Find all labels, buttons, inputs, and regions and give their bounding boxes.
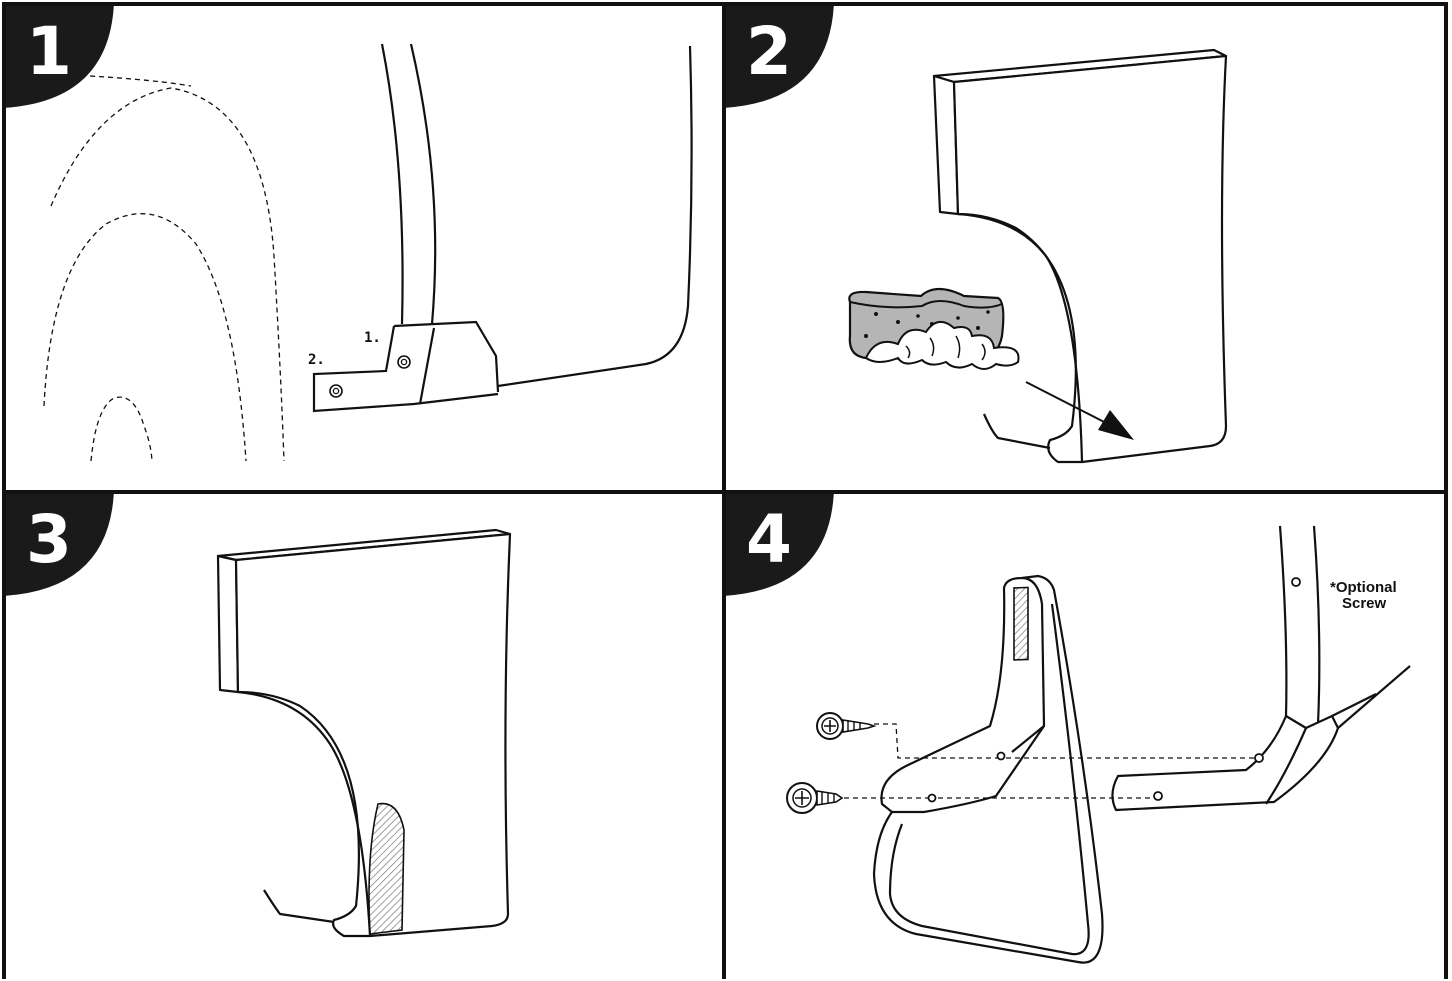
optional-screw-note: *Optional — [1330, 579, 1397, 596]
flap-hole-lower — [929, 795, 936, 802]
screw-icon — [817, 713, 874, 739]
step-badge: 2 — [722, 2, 834, 112]
adhesive-tape-strip — [1014, 587, 1028, 659]
step-number: 1 — [14, 4, 84, 100]
step-4-panel: *Optional Screw 4 — [722, 490, 1448, 979]
step-badge: 4 — [722, 490, 834, 600]
sponge-icon — [849, 289, 1018, 369]
flap-hole-upper — [998, 753, 1005, 760]
mud-flap — [874, 576, 1103, 963]
step-3-panel: 3 — [2, 490, 726, 979]
wheel-well-illustration: 1. 2. — [6, 6, 726, 494]
fender-hole-optional — [1292, 578, 1300, 586]
step-number: 2 — [734, 4, 804, 100]
fender-hole-upper — [1255, 754, 1263, 762]
step-number: 3 — [14, 492, 84, 588]
step-number: 4 — [734, 492, 804, 588]
mud-flap — [218, 530, 510, 936]
fender-hole-lower — [1154, 792, 1162, 800]
mounting-hole-1 — [398, 356, 410, 368]
step-1-panel: 1. 2. 1 — [2, 2, 726, 494]
step-badge: 1 — [2, 2, 114, 112]
adhesive-tape-area — [369, 804, 404, 934]
screw-install-illustration: *Optional Screw — [726, 494, 1448, 979]
mud-flap-cleaning-illustration — [726, 6, 1448, 494]
adhesive-tape-illustration — [6, 494, 726, 979]
callout-1: 1. — [364, 330, 381, 346]
step-badge: 3 — [2, 490, 114, 600]
mounting-hole-2 — [330, 385, 342, 397]
screw-icon — [787, 783, 842, 813]
fender-trim — [314, 44, 692, 411]
callout-2: 2. — [308, 352, 325, 368]
optional-screw-note-line2: Screw — [1342, 595, 1387, 612]
wheel-outline-dashed — [44, 76, 284, 461]
fender-trim — [1112, 526, 1410, 810]
step-2-panel: 2 — [722, 2, 1448, 494]
mud-flap — [934, 50, 1226, 462]
